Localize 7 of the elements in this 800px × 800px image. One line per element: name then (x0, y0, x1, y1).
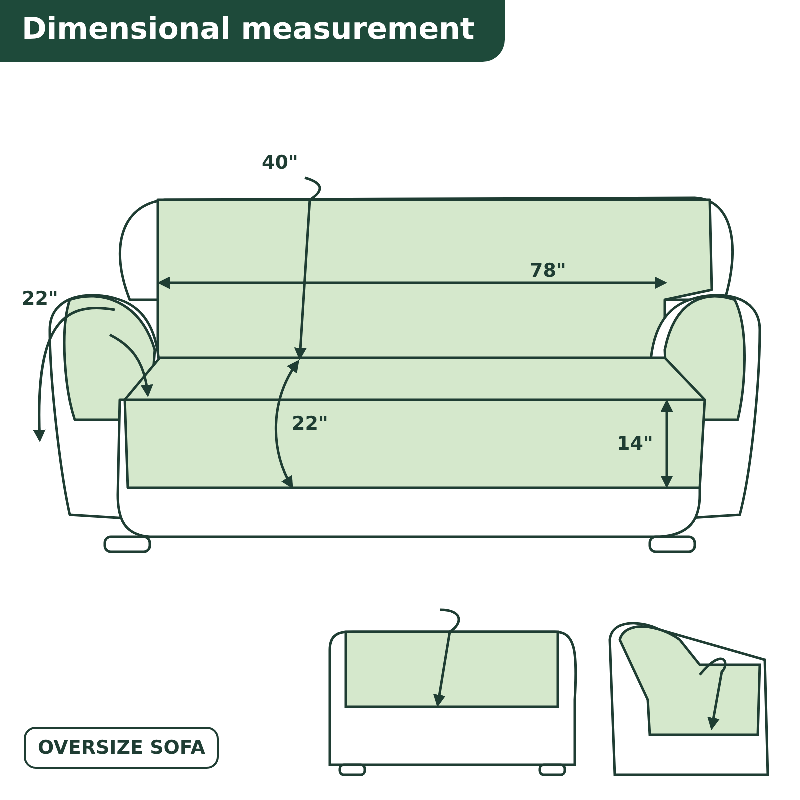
title-banner: Dimensional measurement (0, 0, 505, 62)
product-tag: OVERSIZE SOFA (24, 727, 220, 769)
dimension-label: 22" (292, 413, 328, 435)
dimension-label: 40" (262, 152, 298, 174)
dimension-label: 78" (530, 260, 566, 282)
dimension-label: 14" (617, 433, 654, 455)
dimension-label: 22" (22, 288, 58, 310)
